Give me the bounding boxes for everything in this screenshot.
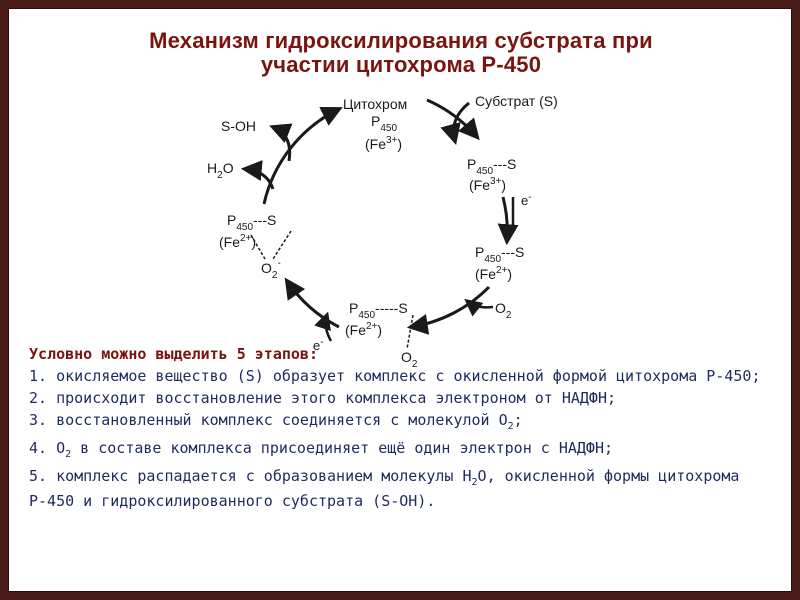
o2-entry-arrow [464,298,494,317]
soh-exit-arrow [269,123,293,162]
o2-entry-label: O2 [495,300,512,321]
complex-1-fe3: (Fe3+) [469,176,506,193]
complex-4-p450-s: P450---S [227,212,276,233]
c3-o2-bond [406,314,414,350]
slide: Механизм гидроксилирования субстрата при… [8,8,792,592]
top-p450: P450 [371,113,397,134]
c4-o2-bond-right [272,230,292,260]
complex-4-fe2: (Fe2+) [219,233,256,250]
title-line-2: участии цитохрома Р-450 [260,52,542,77]
complex-2-p450-s: P450---S [475,244,524,265]
complex-3-fe2: (Fe2+) [345,321,382,338]
title-line-1: Механизм гидроксилирования субстрата при [149,28,653,53]
stages-list: Условно можно выделить 5 этапов: 1. окис… [29,343,789,514]
cytochrome-cycle-diagram: Цитохром P450 (Fe3+) Субстрат (S) P450--… [207,93,558,370]
stages-heading: Условно можно выделить 5 этапов: [29,345,318,363]
cycle-arc-right-lower [406,285,491,335]
substrate-entry-arrow [440,101,470,146]
cycle-arc-bottom-left [284,277,340,329]
stage-2: 2. происходит восстановление этого компл… [29,389,616,407]
cycle-arc-right-upper [497,196,519,246]
cycle-arc-left [262,106,343,205]
stage-4: 4. О2 в составе комплекса присоединяет е… [29,439,614,460]
water-label: H2O [207,160,234,181]
complex-3-o2: O2 [401,349,418,370]
complex-2-fe2: (Fe2+) [475,265,512,282]
stage-1: 1. окисляемое вещество (S) образует комп… [29,367,761,385]
cycle-arc-top-right [426,98,480,141]
complex-4-o2: O2- [261,258,281,281]
slide-title: Механизм гидроксилирования субстрата при… [9,29,793,77]
electron-1-label: e- [521,192,532,208]
electron-2-arrow [314,311,333,342]
water-exit-arrow [240,160,275,190]
stage-3: 3. восстановленный комплекс соединяется … [29,411,523,432]
stage-5: 5. комплекс распадается с образованием м… [29,467,740,510]
complex-1-p450-s: P450---S [467,156,516,177]
soh-label: S-OH [221,118,256,134]
substrate-label: Субстрат (S) [475,93,558,109]
complex-3-p450-s: P450-----S [349,300,408,321]
top-cytochrome-label: Цитохром [343,96,407,112]
electron-2-label: e- [313,337,324,353]
top-fe3: (Fe3+) [365,135,402,152]
